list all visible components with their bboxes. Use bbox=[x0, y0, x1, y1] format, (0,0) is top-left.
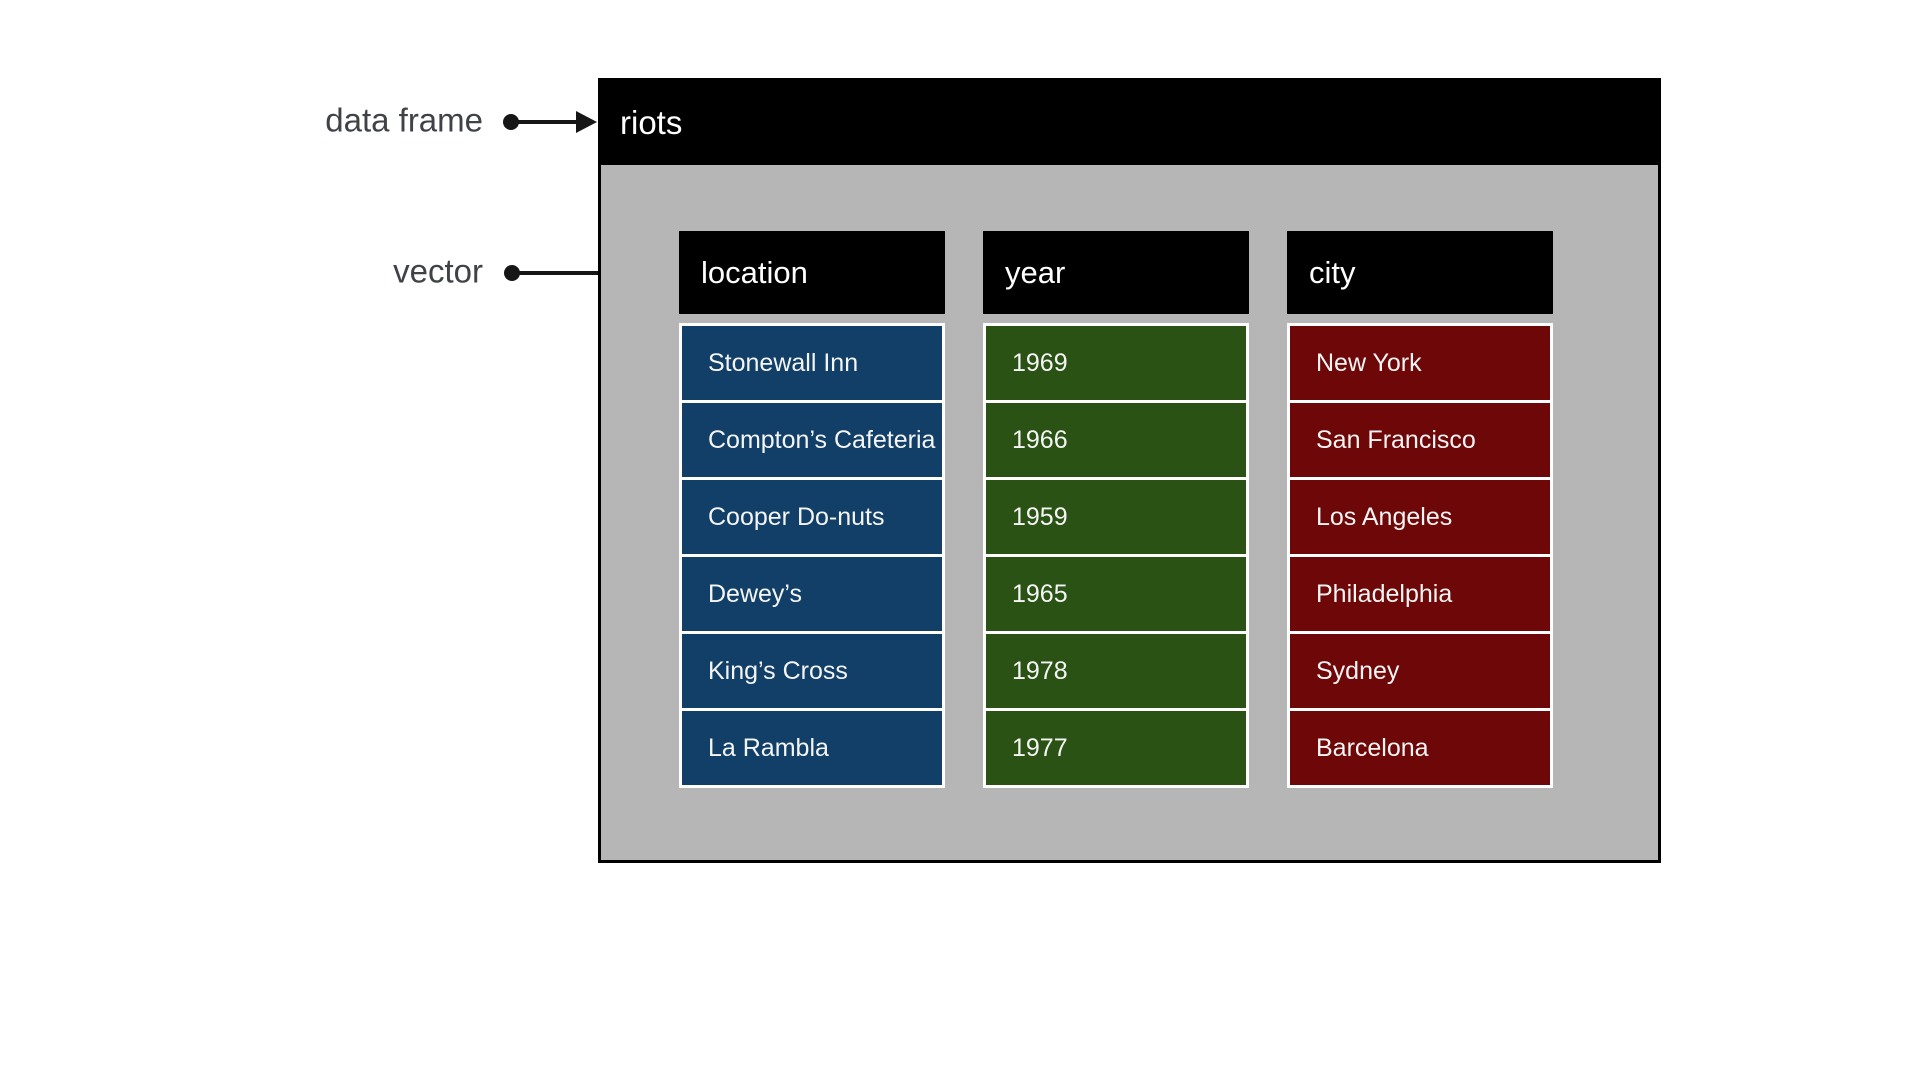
vector-cell: Sydney bbox=[1290, 634, 1550, 708]
column-header-label: location bbox=[701, 254, 808, 290]
column-header-city: city bbox=[1287, 231, 1553, 314]
vector-cell: San Francisco bbox=[1290, 403, 1550, 477]
vector-cells-year: 1969 1966 1959 1965 1978 1977 bbox=[983, 323, 1249, 788]
data-frame-box: riots location Stonewall Inn Compton’s C… bbox=[598, 78, 1661, 863]
column-header-label: city bbox=[1309, 254, 1356, 290]
vector-cell: Compton’s Cafeteria bbox=[682, 403, 942, 477]
data-frame-title: riots bbox=[620, 104, 683, 141]
vector-cell: King’s Cross bbox=[682, 634, 942, 708]
data-frame-arrow bbox=[500, 105, 600, 139]
vector-column-city: city New York San Francisco Los Angeles … bbox=[1287, 231, 1553, 788]
vector-column-year: year 1969 1966 1959 1965 1978 1977 bbox=[983, 231, 1249, 788]
vector-cell: La Rambla bbox=[682, 711, 942, 785]
vector-cell: Dewey’s bbox=[682, 557, 942, 631]
arrow-right-icon bbox=[503, 111, 597, 133]
vector-cells-city: New York San Francisco Los Angeles Phila… bbox=[1287, 323, 1553, 788]
vector-cell: New York bbox=[1290, 326, 1550, 400]
data-frame-title-bar: riots bbox=[601, 81, 1658, 165]
vector-cell: 1977 bbox=[986, 711, 1246, 785]
vector-cell: 1978 bbox=[986, 634, 1246, 708]
vector-label: vector bbox=[393, 252, 483, 290]
column-header-label: year bbox=[1005, 254, 1066, 290]
vector-cell: Cooper Do-nuts bbox=[682, 480, 942, 554]
data-frame-label: data frame bbox=[325, 101, 483, 139]
vector-cell: Barcelona bbox=[1290, 711, 1550, 785]
vector-cell: 1965 bbox=[986, 557, 1246, 631]
vector-column-location: location Stonewall Inn Compton’s Cafeter… bbox=[679, 231, 945, 788]
vector-cell: Philadelphia bbox=[1290, 557, 1550, 631]
vector-cells-location: Stonewall Inn Compton’s Cafeteria Cooper… bbox=[679, 323, 945, 788]
vector-cell: 1969 bbox=[986, 326, 1246, 400]
vector-cell: Los Angeles bbox=[1290, 480, 1550, 554]
columns-row: location Stonewall Inn Compton’s Cafeter… bbox=[679, 231, 1658, 788]
column-header-location: location bbox=[679, 231, 945, 314]
column-header-year: year bbox=[983, 231, 1249, 314]
vector-cell: Stonewall Inn bbox=[682, 326, 942, 400]
vector-cell: 1959 bbox=[986, 480, 1246, 554]
vector-cell: 1966 bbox=[986, 403, 1246, 477]
